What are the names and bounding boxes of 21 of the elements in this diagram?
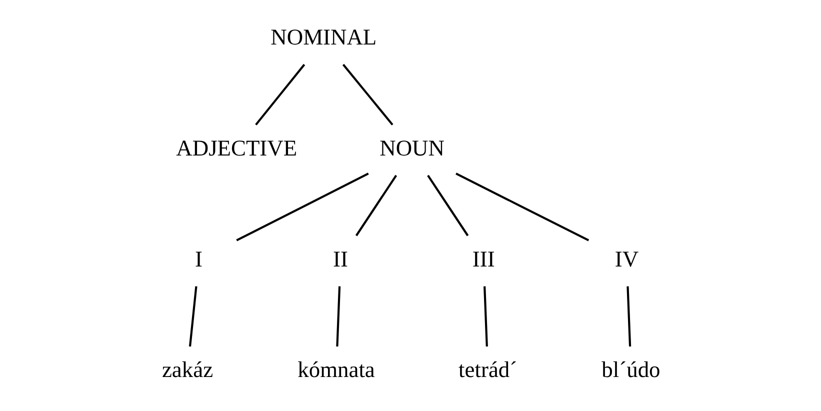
node-text: ADJECTIVE xyxy=(176,135,297,160)
connector xyxy=(483,286,488,347)
connector xyxy=(188,286,197,347)
connector xyxy=(626,286,631,347)
connector xyxy=(336,286,340,347)
node-text: kómnata xyxy=(297,357,374,382)
node-text: III xyxy=(472,246,494,272)
node-text: IV xyxy=(614,246,638,272)
connector xyxy=(342,64,393,126)
node-text: bl´údo xyxy=(601,357,660,382)
connector xyxy=(354,174,397,236)
node-text: NOMINAL xyxy=(270,24,376,50)
node-text: II xyxy=(332,246,348,272)
node-text: tetrád´ xyxy=(458,357,517,382)
connector xyxy=(254,64,305,126)
connector xyxy=(236,172,368,242)
node-text: I xyxy=(194,246,202,272)
node-text: NOUN xyxy=(379,135,444,160)
node-text: zakáz xyxy=(161,357,213,382)
connector xyxy=(426,174,468,236)
connector xyxy=(455,172,589,242)
